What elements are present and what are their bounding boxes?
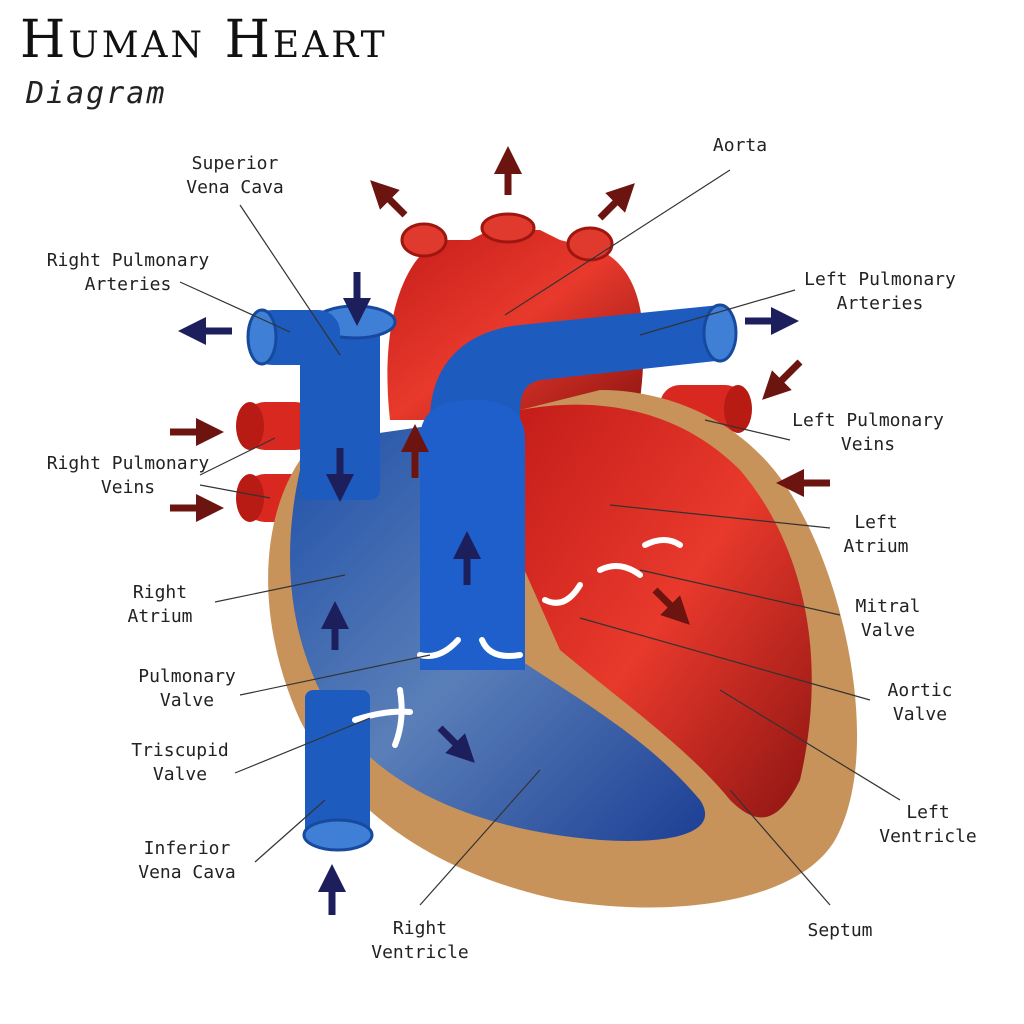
leader-right-ventricle	[419, 769, 541, 906]
label-aorta: Aorta	[712, 135, 768, 156]
label-septum: Septum	[807, 920, 873, 941]
leader-right-pulmonary-veins	[199, 437, 276, 476]
leader-septum	[729, 789, 831, 906]
leader-superior-vena-cava	[239, 204, 341, 356]
leader-mitral-valve	[639, 569, 841, 616]
leader-triscupid-valve	[234, 717, 371, 774]
leader-inferior-vena-cava	[254, 799, 326, 863]
leader-left-ventricle	[719, 689, 901, 801]
leader-left-pulmonary-veins	[704, 419, 791, 441]
leader-pulmonary-valve	[239, 654, 431, 696]
leader-left-pulmonary-arteries	[639, 289, 796, 336]
diagram-title: Human Heart	[20, 10, 388, 70]
leader-aorta	[504, 169, 731, 316]
leader-left-atrium	[609, 504, 831, 529]
leader-aortic-valve	[579, 617, 871, 701]
leader-right-pulmonary-veins-2	[199, 484, 271, 499]
flow-arrows	[170, 146, 830, 915]
vena-cava	[246, 304, 397, 852]
leader-right-pulmonary-arteries	[179, 281, 291, 333]
leader-right-atrium	[214, 574, 346, 603]
diagram-subtitle: Diagram	[26, 76, 167, 111]
valves	[352, 537, 683, 748]
